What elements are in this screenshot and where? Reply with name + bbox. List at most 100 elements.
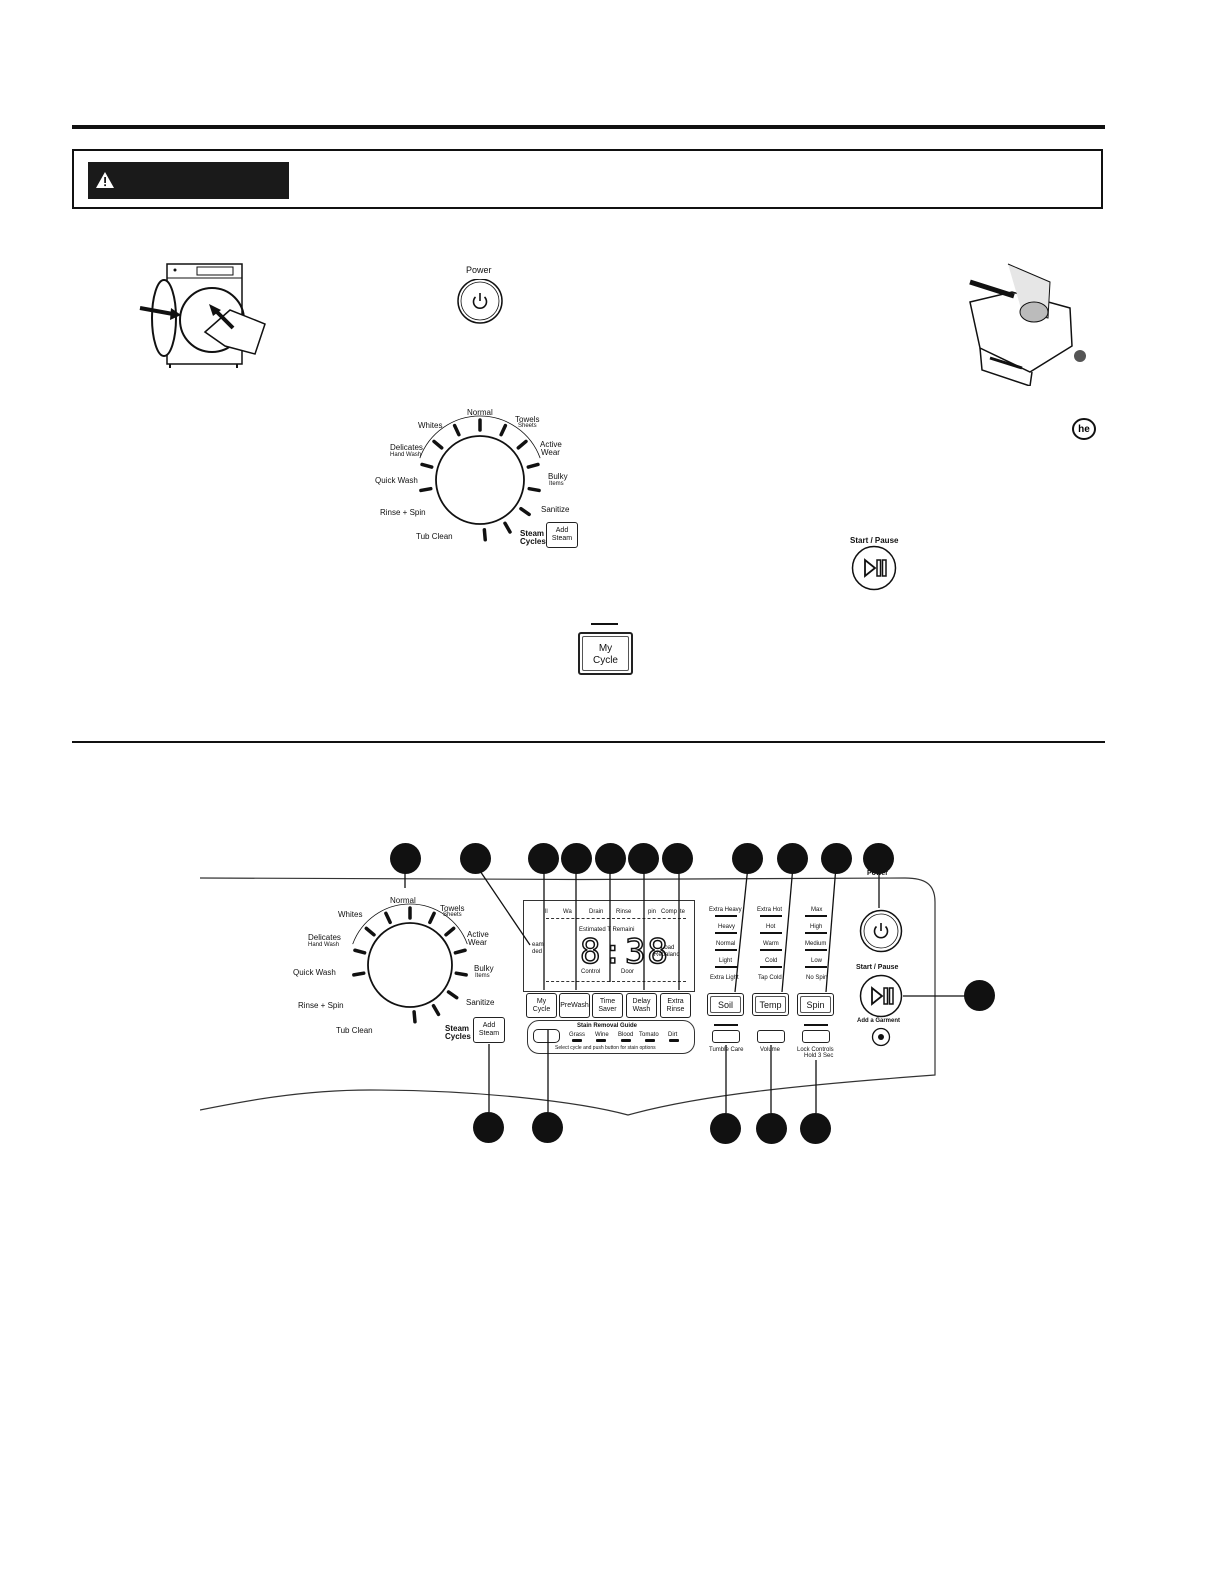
stain-grass: Grass xyxy=(569,1032,586,1038)
spin-button[interactable]: Spin xyxy=(797,993,834,1016)
panel-dial-cycles: Cycles xyxy=(445,1032,471,1041)
display-right-text-2: Rebalanc xyxy=(654,952,680,958)
dial-label-delicates: Delicates xyxy=(390,443,423,452)
volume-label: Volume xyxy=(760,1047,781,1053)
dial-tick xyxy=(419,486,433,493)
extra-rinse-button[interactable]: Extra Rinse xyxy=(660,993,691,1018)
dial-tick xyxy=(503,521,512,534)
panel-add-steam-button[interactable]: Add Steam xyxy=(473,1017,505,1043)
dial-knob[interactable] xyxy=(367,922,453,1008)
power-button[interactable] xyxy=(456,279,504,327)
panel-my-cycle-button[interactable]: My Cycle xyxy=(526,993,557,1018)
display-status-7: te xyxy=(680,909,686,915)
temp-led-1 xyxy=(760,915,782,917)
extra-rinse-label-1: Extra xyxy=(667,998,684,1005)
panel-start-pause-button[interactable] xyxy=(859,974,903,1018)
dial-label-hand-wash: Hand Wash xyxy=(390,452,422,458)
cycle-dial-panel[interactable] xyxy=(330,895,490,1025)
lock-controls-button[interactable] xyxy=(802,1030,830,1043)
dial-tick xyxy=(516,439,528,450)
lock-controls-led xyxy=(804,1024,828,1026)
dial-label-whites: Whites xyxy=(418,421,443,430)
stain-led-2 xyxy=(596,1039,606,1042)
display-right-text-1: Load xyxy=(661,945,675,951)
control-lock-label: Control xyxy=(581,969,601,975)
status-display: ll Wa Drain Rinse pin Comp te Estimated … xyxy=(523,900,695,992)
estimated-time-label: Estimated T Remaini xyxy=(579,927,635,933)
delay-wash-label-1: Delay xyxy=(632,998,651,1005)
panel-dial-sheets: Sheets xyxy=(443,912,462,918)
dial-tick xyxy=(428,911,436,925)
spin-label: Spin xyxy=(806,1000,825,1010)
dial-tick xyxy=(364,926,376,937)
dial-knob[interactable] xyxy=(435,435,525,525)
add-steam-button-top[interactable]: Add Steam xyxy=(546,522,578,548)
stain-led-4 xyxy=(645,1039,655,1042)
panel-my-cycle-label-1: My xyxy=(536,998,547,1005)
stain-removal-guide: Stain Removal Guide Grass Wine Blood Tom… xyxy=(527,1020,695,1054)
panel-add-steam-label-2: Steam xyxy=(478,1030,500,1037)
temp-label: Temp xyxy=(759,1000,782,1010)
panel-dial-bulky: Bulky xyxy=(474,964,494,973)
callout-14 xyxy=(532,1112,563,1143)
start-pause-label: Start / Pause xyxy=(850,536,899,545)
washer-loading-illustration xyxy=(139,263,266,368)
temp-led-4 xyxy=(760,966,782,968)
panel-dial-active: Active xyxy=(467,930,489,939)
panel-dial-towels: Towels xyxy=(440,904,465,913)
dial-label-active: Active xyxy=(540,440,562,449)
volume-button[interactable] xyxy=(757,1030,785,1043)
stain-dirt: Dirt xyxy=(668,1032,678,1038)
temp-level-1: Extra Hot xyxy=(757,907,783,913)
display-underline-bottom xyxy=(546,981,686,982)
spin-level-4: Low xyxy=(811,958,823,964)
stain-led-3 xyxy=(621,1039,631,1042)
callout-11 xyxy=(863,843,894,874)
callout-8 xyxy=(732,843,763,874)
my-cycle-bevel xyxy=(582,636,629,671)
panel-dial-rinse-spin: Rinse + Spin xyxy=(298,1001,344,1010)
dial-label-rinse-spin: Rinse + Spin xyxy=(380,508,426,517)
spin-level-5: No Spin xyxy=(806,975,828,981)
dial-arc xyxy=(352,903,468,945)
soil-button[interactable]: Soil xyxy=(707,993,744,1016)
display-status-6: Comp xyxy=(661,909,678,915)
soil-level-4: Light xyxy=(719,958,733,964)
display-status-1: ll xyxy=(545,909,548,915)
prewash-button[interactable]: PreWash xyxy=(559,993,590,1018)
panel-power-button[interactable] xyxy=(859,909,903,953)
spin-level-1: Max xyxy=(811,907,823,913)
display-underline-row xyxy=(546,918,686,919)
temp-button[interactable]: Temp xyxy=(752,993,789,1016)
callout-4 xyxy=(561,843,592,874)
stain-select-button[interactable] xyxy=(533,1029,560,1043)
soil-led-3 xyxy=(715,949,737,951)
door-lock-label: Door xyxy=(621,969,635,975)
section-rule xyxy=(72,741,1105,743)
dial-label-sheets: Sheets xyxy=(518,423,537,429)
my-cycle-button[interactable]: My Cycle xyxy=(578,632,633,675)
callout-3 xyxy=(528,843,559,874)
delay-wash-button[interactable]: Delay Wash xyxy=(626,993,657,1018)
add-steam-label-1: Add xyxy=(555,527,569,534)
dial-label-cycles: Cycles xyxy=(520,537,546,546)
time-saver-button[interactable]: Time Saver xyxy=(592,993,623,1018)
dial-tick xyxy=(353,948,367,955)
display-status-5: pin xyxy=(648,909,657,915)
temp-led-3 xyxy=(760,949,782,951)
cycle-dial-top[interactable] xyxy=(414,410,594,560)
callout-9 xyxy=(777,843,808,874)
panel-dial-wear: Wear xyxy=(468,938,487,947)
soil-level-5: Extra Light xyxy=(710,975,739,981)
dial-tick xyxy=(526,462,540,469)
soil-led-4 xyxy=(715,966,737,968)
dial-tick xyxy=(519,506,531,517)
panel-start-pause-label: Start / Pause xyxy=(856,964,899,971)
spin-led-4 xyxy=(805,966,827,968)
tumble-care-button[interactable] xyxy=(712,1030,740,1043)
callout-16 xyxy=(756,1113,787,1144)
start-pause-button[interactable] xyxy=(851,545,897,591)
callout-13 xyxy=(473,1112,504,1143)
temp-level-3: Warm xyxy=(763,941,779,947)
dial-arc xyxy=(419,415,541,459)
